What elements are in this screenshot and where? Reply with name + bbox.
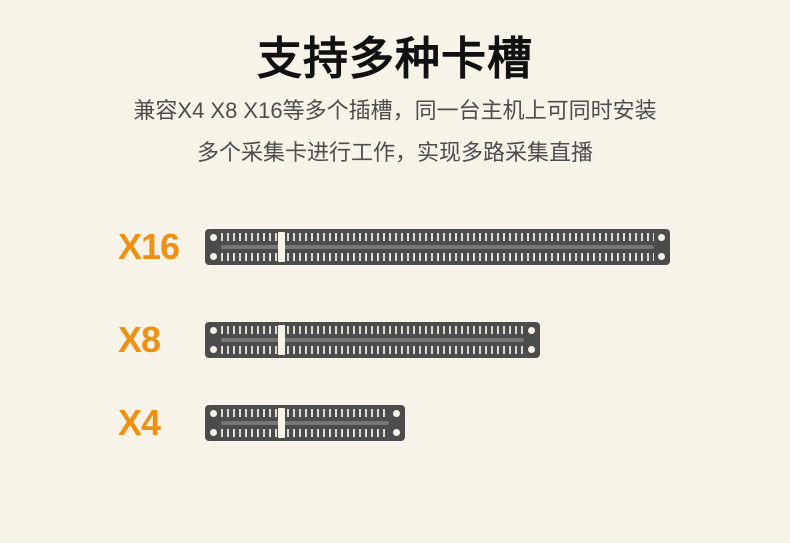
slot-pins-bottom xyxy=(221,253,654,261)
slot-hole-bottom-right xyxy=(658,253,665,260)
slot-pins-top xyxy=(221,409,389,417)
slot-label-x8: X8 xyxy=(118,319,161,360)
slot-hole-bottom-right xyxy=(528,346,535,353)
page-title: 支持多种卡槽 xyxy=(256,33,533,84)
slot-hole-top-right xyxy=(528,327,535,334)
slot-pins-top xyxy=(221,326,524,334)
slot-label-x16: X16 xyxy=(118,226,180,267)
slot-hole-top-left xyxy=(210,327,217,334)
pcie-x4-slot-graphic xyxy=(205,405,405,441)
slot-label-x4: X4 xyxy=(118,402,161,443)
slot-hole-bottom-left xyxy=(210,429,217,436)
pcie-x16-slot-graphic xyxy=(205,229,670,265)
slot-pins-top xyxy=(221,233,654,241)
slot-pins-bottom xyxy=(221,429,389,437)
slot-channel xyxy=(221,421,389,425)
slot-hole-bottom-left xyxy=(210,346,217,353)
slot-hole-top-right xyxy=(658,234,665,241)
slot-hole-top-right xyxy=(393,410,400,417)
description-line-1: 兼容X4 X8 X16等多个插槽，同一台主机上可同时安装 xyxy=(133,98,657,123)
slot-key-notch xyxy=(278,325,285,355)
pcie-x8-slot-graphic xyxy=(205,322,540,358)
slot-hole-bottom-left xyxy=(210,253,217,260)
slot-hole-top-left xyxy=(210,410,217,417)
slot-hole-top-left xyxy=(210,234,217,241)
slot-key-notch xyxy=(278,232,285,262)
slot-channel xyxy=(221,338,524,342)
slot-hole-bottom-right xyxy=(393,429,400,436)
slot-pins-bottom xyxy=(221,346,524,354)
feature-description: 兼容X4 X8 X16等多个插槽，同一台主机上可同时安装 多个采集卡进行工作，实… xyxy=(0,90,790,174)
slot-channel xyxy=(221,245,654,249)
slot-key-notch xyxy=(278,408,285,438)
description-line-2: 多个采集卡进行工作，实现多路采集直播 xyxy=(196,140,593,165)
